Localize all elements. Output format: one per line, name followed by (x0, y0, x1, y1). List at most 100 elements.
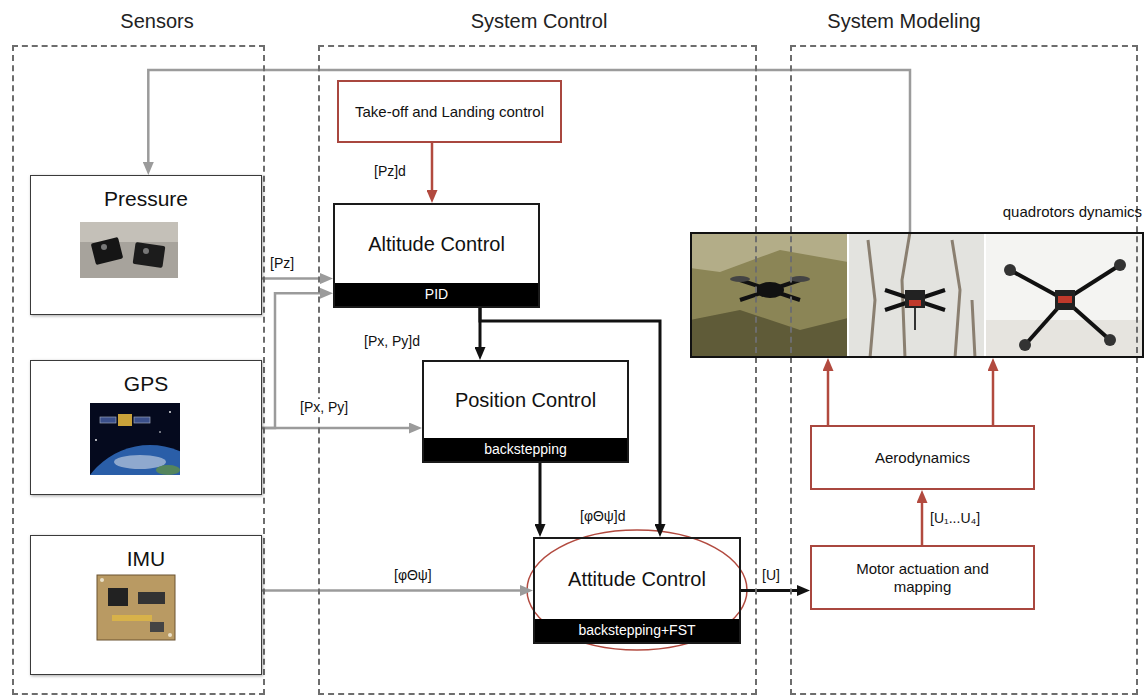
method-band: backstepping (424, 438, 627, 461)
earth (90, 445, 180, 475)
label-holder: [Px, Py]d (362, 332, 422, 350)
signal-line (262, 589, 526, 592)
photo-ground (80, 222, 178, 278)
photo-ground (80, 222, 178, 242)
board-chip (150, 622, 164, 632)
drone-body (905, 290, 925, 308)
drone-rotor (1104, 334, 1116, 346)
group-panel: System ModelingAerodynamicsMotor actuati… (790, 45, 1138, 695)
drone-rotor (1004, 264, 1016, 276)
signal-line (262, 427, 415, 430)
sensor-port (143, 248, 149, 254)
signal-arrow (262, 590, 526, 591)
title-area: Attitude Control (535, 539, 739, 619)
board-chip (108, 588, 128, 606)
label-holder: [U] (760, 566, 782, 584)
sensor-box: Pressure (30, 175, 262, 315)
signal-name: [φΘψ]d (578, 508, 628, 525)
circuit-board (97, 575, 175, 640)
sensor-chip (133, 242, 166, 268)
heading-holder: System Modeling (754, 9, 1054, 33)
signal-arrow (741, 590, 803, 591)
signal-arrow (262, 428, 415, 429)
signal-arrow (922, 497, 923, 545)
signal-line (827, 365, 830, 425)
controller-box: Altitude ControlPID (333, 203, 540, 308)
quadrotor-drone (885, 290, 945, 330)
signal-line (431, 143, 434, 196)
drone-rotor (1019, 339, 1031, 351)
method-label: backstepping (484, 441, 567, 458)
signal-name: [φΘψ] (392, 567, 434, 584)
signal-arrow (828, 365, 993, 425)
label-holder: [Pz]d (372, 162, 408, 180)
signal-arrow (262, 278, 326, 279)
quadrotor-photos (690, 232, 1144, 358)
drone-body (1055, 290, 1075, 310)
sensor-box: IMU (30, 535, 262, 675)
tree-trunks (868, 232, 975, 358)
solar-panel (100, 417, 116, 423)
mount-hole (100, 578, 104, 582)
pressure-sensor-photo (80, 222, 178, 278)
signal-line (148, 70, 910, 232)
drone-body (756, 282, 784, 298)
process-box: Motor actuation and mapping (810, 545, 1035, 610)
hill-dark (690, 310, 848, 358)
signal-line (992, 365, 995, 425)
studio-floor (985, 320, 1144, 358)
group-heading: System Control (471, 9, 608, 33)
land (156, 465, 180, 475)
quadrotor-drone (1004, 259, 1126, 351)
hill-light (690, 232, 848, 272)
drone-rotor (1114, 259, 1126, 271)
label-holder: [φΘψ] (392, 566, 434, 584)
sensor-box: GPS (30, 360, 262, 495)
label-holder: [Pz] (268, 254, 296, 272)
gps-satellite-photo (75, 403, 225, 595)
star (159, 431, 161, 433)
method-band: backstepping+FST (535, 619, 739, 642)
imu-board-photo (97, 575, 175, 640)
block-title: Altitude Control (368, 232, 505, 256)
label-holder: [Px, Py] (298, 398, 350, 416)
block-title: Attitude Control (568, 567, 706, 591)
sensor-name: Pressure (104, 186, 188, 211)
signal-name: [Pz] (268, 255, 296, 272)
group-heading: Sensors (120, 9, 193, 33)
photo-caption: quadrotors dynamics (1003, 203, 1142, 221)
group-panel: System ControlTake-off and Landing contr… (318, 45, 757, 695)
group-panel: SensorsPressureGPSIMU (12, 45, 265, 695)
board-connector (112, 615, 152, 621)
signal-arrow (540, 463, 541, 530)
signal-name: [U] (760, 567, 782, 584)
controller-box: Position Control backstepping (422, 360, 629, 463)
cloud (114, 455, 166, 469)
sensor-port (101, 244, 107, 250)
solar-panel (134, 417, 150, 423)
signal-line (539, 463, 542, 530)
signal-name: [Px, Py] (298, 399, 350, 416)
drone-arm (885, 290, 945, 310)
photo-divider (847, 232, 849, 358)
label-holder: [U₁...U₄] (928, 509, 982, 527)
controller-box: Attitude Control backstepping+FST (533, 537, 741, 644)
highlight-ellipse (527, 530, 747, 650)
title-area: Position Control (424, 362, 627, 438)
drone-battery (1058, 296, 1072, 303)
satellite-body (118, 414, 132, 426)
heading-holder: System Control (389, 9, 689, 33)
signal-line (741, 589, 803, 592)
process-label: Take-off and Landing control (355, 103, 544, 121)
signal-arrow (480, 308, 660, 530)
photo-divider (984, 232, 986, 358)
method-label: PID (425, 286, 448, 303)
star (169, 411, 171, 413)
drone-leg (914, 308, 916, 330)
drone-battery (909, 300, 921, 306)
title-area: Altitude Control (335, 205, 538, 283)
signal-arrow (148, 70, 910, 232)
